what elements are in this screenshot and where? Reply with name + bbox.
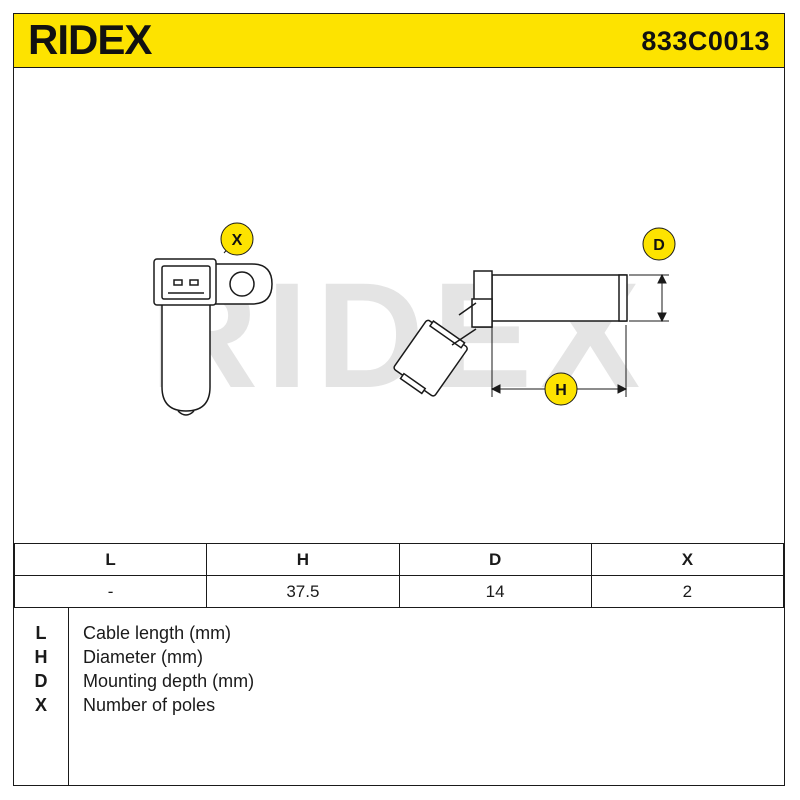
callout-x-label: X	[232, 232, 243, 249]
dimension-value-l: -	[13, 575, 208, 608]
dimension-header-h: H	[206, 543, 400, 576]
callout-x: X	[220, 222, 254, 256]
legend-row-x: X Number of poles	[14, 693, 784, 717]
callout-d: D	[642, 227, 676, 261]
legend-key: D	[34, 671, 48, 691]
dimension-header-l: L	[13, 543, 208, 576]
legend-key: H	[34, 647, 48, 667]
legend-text: Diameter (mm)	[83, 647, 203, 667]
brand-logo: RIDEX	[28, 16, 200, 65]
dimension-h	[490, 325, 628, 397]
legend: L Cable length (mm) H Diameter (mm) D Mo…	[14, 608, 784, 785]
legend-row-l: L Cable length (mm)	[14, 621, 784, 645]
sensor-side-view	[153, 258, 273, 416]
legend-key: L	[35, 623, 47, 643]
legend-text: Cable length (mm)	[83, 623, 232, 643]
sensor-top-view	[393, 270, 628, 397]
header-band: RIDEX 833C0013	[14, 14, 784, 68]
dimension-header-x: X	[590, 543, 785, 576]
legend-divider	[68, 608, 69, 785]
dimension-d	[629, 273, 669, 323]
dimension-header-d: D	[398, 543, 592, 576]
technical-drawing: RIDEX	[14, 67, 784, 543]
dimension-header-row: L H D X	[13, 543, 785, 576]
legend-text: Number of poles	[83, 695, 216, 715]
legend-row-d: D Mounting depth (mm)	[14, 669, 784, 693]
legend-row-h: H Diameter (mm)	[14, 645, 784, 669]
callout-d-label: D	[653, 237, 665, 254]
legend-key: X	[34, 695, 47, 715]
dimension-value-h: 37.5	[206, 575, 400, 608]
brand-logo-text: RIDEX	[28, 20, 152, 60]
callout-h-label: H	[555, 382, 567, 399]
legend-text: Mounting depth (mm)	[83, 671, 255, 691]
dimension-value-x: 2	[590, 575, 785, 608]
datasheet: RIDEX 833C0013 RIDEX	[13, 13, 785, 786]
part-number: 833C0013	[641, 26, 770, 56]
dimension-value-d: 14	[398, 575, 592, 608]
dimension-value-row: - 37.5 14 2	[13, 575, 785, 608]
callout-h: H	[544, 372, 578, 406]
dimension-table: L H D X - 37.5 14 2	[13, 543, 785, 608]
